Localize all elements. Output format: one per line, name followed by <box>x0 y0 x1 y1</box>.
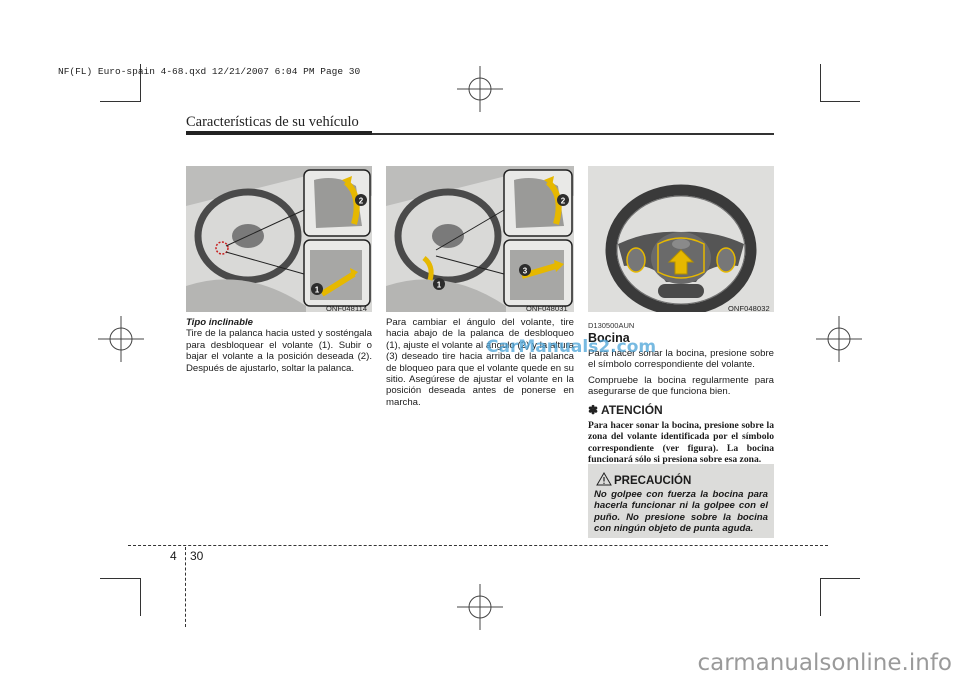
watermark-footer: carmanualsonline.info <box>697 650 952 676</box>
registration-mark-top <box>457 66 503 112</box>
section-title: Características de su vehículo <box>186 114 359 130</box>
figure-tilt-telescopic: 1 2 3 <box>386 166 574 312</box>
column-3: D130500AUN Bocina Para hacer sonar la bo… <box>588 320 774 465</box>
horn-heading: Bocina <box>588 331 630 346</box>
title-underline <box>186 131 372 135</box>
steering-tilt-illustration: 1 2 <box>186 166 372 312</box>
column-1: Tipo inclinable Tire de la palanca hacia… <box>186 317 372 378</box>
caution-box: PRECAUCIÓN No golpee con fuerza la bocin… <box>588 464 774 538</box>
callout-3: 3 <box>523 267 528 276</box>
steering-telescopic-illustration: 1 2 3 <box>386 166 574 312</box>
watermark-center: CarManuals2.com <box>486 337 657 357</box>
callout-2: 2 <box>359 197 364 206</box>
horn-steering-wheel-illustration <box>588 166 774 312</box>
caution-text: No golpee con fuerza la bocina para hace… <box>594 489 768 535</box>
tilt-heading: Tipo inclinable <box>186 317 253 328</box>
registration-mark-bottom <box>457 584 503 630</box>
telescopic-paragraph: Para cambiar el ángulo del volante, tire… <box>386 317 574 408</box>
page-separator <box>185 547 186 627</box>
attention-paragraph: Para hacer sonar la bocina, presione sob… <box>588 419 774 466</box>
crop-mark <box>820 578 860 579</box>
registration-mark-right <box>816 316 862 362</box>
figure-horn <box>588 166 774 312</box>
caution-title: PRECAUCIÓN <box>614 475 692 487</box>
footer-rule <box>128 545 828 546</box>
callout-2: 2 <box>561 197 566 206</box>
document-code: D130500AUN <box>588 321 635 330</box>
figure-code: ONF048114 <box>326 304 368 313</box>
crop-mark <box>100 101 140 102</box>
crop-mark <box>820 578 821 616</box>
print-header: NF(FL) Euro-spain 4-68.qxd 12/21/2007 6:… <box>58 66 361 77</box>
crop-mark <box>820 101 860 102</box>
figure-code: ONF048032 <box>728 304 770 313</box>
tilt-paragraph: Tire de la palanca hacia usted y sosténg… <box>186 328 372 374</box>
attention-heading: ✽ ATENCIÓN <box>588 403 663 418</box>
callout-1: 1 <box>437 281 442 290</box>
crop-mark <box>820 64 821 102</box>
registration-mark-left <box>98 316 144 362</box>
warning-icon <box>596 472 612 486</box>
figure-code: ONF048031 <box>526 304 568 313</box>
column-2: Para cambiar el ángulo del volante, tire… <box>386 317 574 412</box>
crop-mark <box>140 64 141 102</box>
chapter-number: 4 <box>170 549 177 563</box>
callout-1: 1 <box>315 286 320 295</box>
title-rule <box>186 133 774 135</box>
crop-mark <box>100 578 140 579</box>
figure-tilt-steering: 1 2 <box>186 166 372 312</box>
page-number: 30 <box>190 549 204 563</box>
crop-mark <box>140 578 141 616</box>
horn-paragraph-1: Para hacer sonar la bocina, presione sob… <box>588 347 774 371</box>
horn-paragraph-2: Compruebe la bocina regularmente para as… <box>588 374 774 398</box>
